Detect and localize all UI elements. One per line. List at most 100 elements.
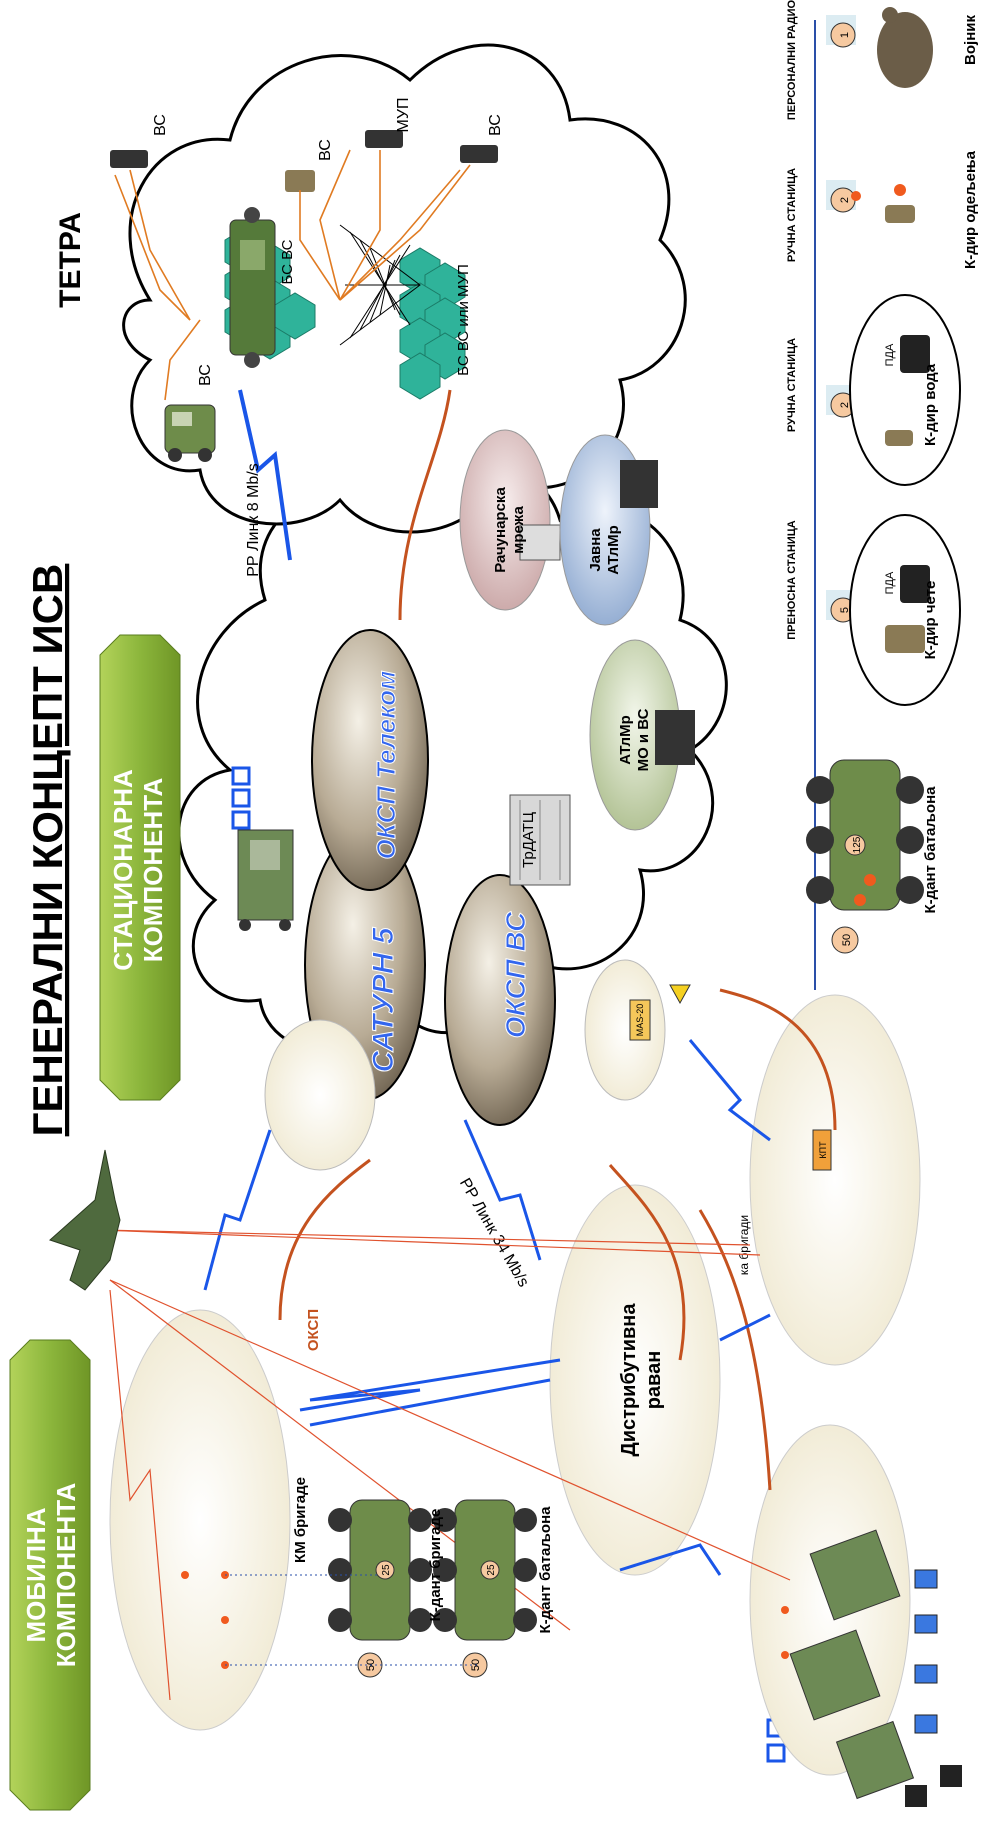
blue-squares-top	[231, 766, 251, 830]
svg-text:50: 50	[841, 934, 853, 946]
kdant-battalion-label: К-дант батаљона	[537, 1506, 554, 1634]
warning-triangle-icon	[669, 984, 691, 1005]
network-mo-vs-line2: МО и ВС	[635, 708, 652, 771]
legend-caption-company: К-дир чете	[922, 581, 939, 660]
legend-title-personal-radio: ПЕРСОНАЛНИ РАДИО	[786, 0, 798, 120]
svg-text:2: 2	[839, 197, 851, 203]
mas20-ellipse	[584, 959, 666, 1101]
legend-caption-soldier: Војник	[962, 15, 979, 65]
svg-text:5: 5	[839, 607, 851, 613]
network-computer-line1: Рачунарска	[492, 487, 509, 573]
svg-text:2: 2	[839, 402, 851, 408]
battalion-apc-legend: 125 50	[806, 759, 924, 954]
tetra-terminal-4	[460, 145, 498, 163]
base-station-vehicle	[229, 207, 276, 368]
mobile-banner-line1: МОБИЛНА	[21, 1507, 51, 1642]
tetra-vehicle	[164, 404, 216, 462]
stationary-banner-line2: КОМПОНЕНТА	[138, 777, 168, 962]
kdant-brigade-label: К-дант бригаде	[427, 1509, 444, 1622]
tetra-label-vs-4: ВС	[197, 364, 214, 386]
mas20-label: MAS-20	[635, 1004, 645, 1037]
tetra-label-vs-2: ВС	[317, 139, 334, 161]
network-public: Јавна АТлМр	[559, 434, 658, 626]
kpt-box	[812, 1129, 832, 1171]
tetra-title: ТЕТРА	[54, 212, 87, 308]
pda-device-1	[900, 335, 930, 373]
network-public-line2: АТлМр	[605, 525, 622, 575]
tetra-terminal-2	[285, 170, 315, 192]
brigade-apc-2: 25 50	[433, 1499, 537, 1678]
soldier-figure	[877, 7, 933, 88]
distribution-plane-line2: раван	[643, 1351, 665, 1410]
stationary-banner-line1: СТАЦИОНАРНА	[108, 769, 138, 971]
network-mo-vs-line1: АТлМр	[617, 715, 634, 765]
brigade-ellipse	[109, 1309, 291, 1731]
brigade-dots	[181, 1571, 229, 1669]
legend-badge-1: 1	[826, 15, 856, 48]
portable-station-device	[885, 625, 925, 653]
tetra-terminal-1	[110, 150, 148, 168]
network-computer: Рачунарска мрежа	[459, 429, 561, 611]
legend-title-hand-station-2: РУЧНА СТАНИЦА	[786, 338, 798, 432]
rr-link-34-label: РР Линк 34 Mb/s	[456, 1175, 532, 1290]
core-label-oksp-telekom: ОКСП Телеком	[371, 671, 401, 860]
legend-title-portable: ПРЕНОСНА СТАНИЦА	[786, 520, 798, 639]
pda-device-2	[900, 565, 930, 603]
core-ellipse-oksp-vs	[444, 874, 556, 1126]
brigade-apc-1: 25 50	[328, 1499, 432, 1678]
core-lower-links	[278, 988, 837, 1491]
platoon-leader-ellipse	[849, 294, 961, 486]
svg-text:25: 25	[381, 1564, 392, 1576]
network-mo-vs: АТлМр МО и ВС	[589, 639, 695, 831]
core-label-saturn: САТУРН 5	[367, 926, 400, 1072]
trdatc-label: ТрДАТЦ	[520, 812, 537, 868]
tetra-orange-links	[114, 149, 471, 401]
company-leader-ellipse	[849, 514, 961, 706]
network-computer-line2: мрежа	[510, 506, 527, 554]
legend-title-hand-station-1: РУЧНА СТАНИЦА	[786, 168, 798, 262]
battalion-computers	[914, 1569, 938, 1734]
tetra-label-mup: МУП	[395, 98, 412, 133]
mas20-box	[629, 999, 651, 1041]
legend-caption-battalion: К-дант батаљона	[922, 786, 939, 914]
hand-station-device-1	[885, 184, 915, 223]
core-ellipse-oksp-telekom	[311, 629, 429, 891]
legend-caption-platoon: К-дир вода	[922, 363, 939, 446]
tetra-cells-right	[399, 247, 466, 400]
aircraft	[49, 1149, 121, 1291]
mobile-banner-line2: КОМПОНЕНТА	[51, 1482, 81, 1667]
svg-text:25: 25	[486, 1564, 497, 1576]
battalion-vehicles	[789, 1529, 915, 1800]
svg-text:125: 125	[852, 836, 863, 853]
tetra-cloud	[122, 43, 687, 534]
tetra-core-link	[398, 389, 452, 621]
rr-link-8-label: РР Линк 8 Mb/s	[245, 463, 262, 577]
trdatc-cabinet: ТрДАТЦ	[509, 794, 571, 886]
core-shelter-truck	[237, 829, 294, 931]
blue-links	[203, 1039, 771, 1576]
tetra-label-vs-1: ВС	[152, 114, 169, 136]
pda-label-1: ПДА	[884, 343, 896, 366]
battalion-dots	[781, 1606, 789, 1659]
kpt-ellipse	[749, 994, 921, 1366]
distribution-plane-line1: Дистрибутивна	[618, 1303, 640, 1457]
hand-station-device-2	[885, 430, 913, 446]
kpt-label: КПТ	[818, 1141, 828, 1159]
network-public-line1: Јавна	[587, 528, 604, 572]
antenna-tower	[339, 224, 421, 346]
tetra-label-vs-3: ВС	[487, 114, 504, 136]
battalion-terminals	[905, 1765, 962, 1807]
tetra-label-bs-vs: БС ВС	[279, 239, 296, 284]
core-small-ellipse	[264, 1019, 376, 1171]
oksp-label: ОКСП	[305, 1309, 322, 1351]
mobile-banner: МОБИЛНА КОМПОНЕНТА	[9, 1339, 91, 1811]
rr-link-8-lightning	[238, 389, 292, 561]
svg-text:1: 1	[839, 32, 851, 38]
legend-badge-2a: 2	[826, 180, 861, 213]
tetra-terminal-3	[365, 130, 403, 148]
pda-label-2: ПДА	[884, 571, 896, 594]
km-brigade-label: КМ бригаде	[292, 1477, 309, 1563]
main-title: ГЕНЕРАЛНИ КОНЦЕПТ ИСВ	[24, 564, 71, 1137]
